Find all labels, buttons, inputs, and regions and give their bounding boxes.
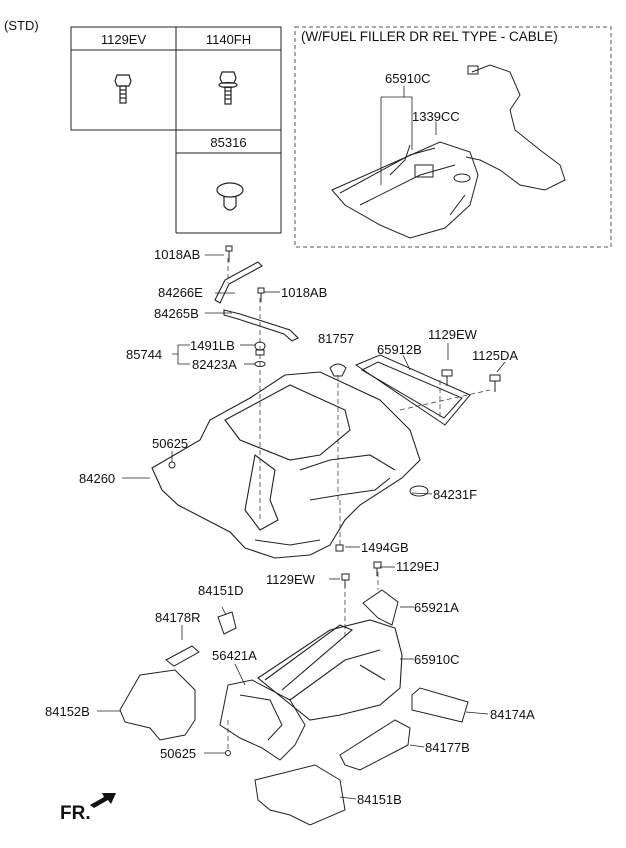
- variant-label: (STD): [4, 18, 39, 33]
- bracket-65921a: [362, 589, 399, 626]
- part-label-84151b: 84151B: [357, 792, 402, 807]
- pad-84151b: [254, 764, 346, 826]
- part-label-84266e: 84266E: [158, 285, 203, 300]
- part-label-85744: 85744: [126, 347, 163, 362]
- pad-84152b: [119, 669, 196, 741]
- part-label-84152b: 84152B: [45, 704, 90, 719]
- part-label-1494gb: 1494GB: [361, 540, 409, 555]
- part-label-84174a: 84174A: [490, 707, 535, 722]
- pad-84178r: [165, 645, 200, 667]
- fastener-table: [70, 26, 282, 234]
- cable-variant-box: [294, 26, 612, 248]
- part-label-84231f: 84231F: [433, 487, 478, 502]
- fastener-icons: [168, 245, 501, 756]
- part-label-84151d: 84151D: [198, 583, 244, 598]
- front-direction-label: FR.: [60, 803, 91, 824]
- part-label-81757: 81757: [318, 331, 355, 346]
- part-label-1125da: 1125DA: [472, 348, 519, 363]
- part-label-84178r: 84178R: [155, 610, 201, 625]
- rail-84266e: [214, 261, 263, 304]
- release-cable: [465, 64, 566, 191]
- floor-panel-65910c: [257, 619, 403, 721]
- part-label-84265b: 84265B: [154, 306, 199, 321]
- floor-panel-65910c-cable: [331, 141, 479, 239]
- part-label-1129ew-b: 1129EW: [266, 572, 315, 587]
- clip-85316-icon: [216, 182, 244, 211]
- dashed-guides: [227, 258, 491, 752]
- part-label-1129ew-a: 1129EW: [428, 327, 477, 342]
- part-label-65912b: 65912B: [377, 342, 422, 357]
- part-label-84177b: 84177B: [425, 740, 470, 755]
- part-label-50625-b: 50625: [160, 746, 197, 761]
- table-header-85316: 85316: [210, 135, 247, 150]
- part-label-1339cc: 1339CC: [412, 109, 460, 124]
- part-label-84260: 84260: [79, 471, 116, 486]
- pad-84177b: [339, 719, 411, 771]
- part-label-1018ab-b: 1018AB: [281, 285, 328, 300]
- pad-84151d: [217, 611, 237, 635]
- part-label-56421a: 56421A: [212, 648, 257, 663]
- part-label-1129ej: 1129EJ: [396, 559, 440, 574]
- bolt-1129ev-icon: [114, 74, 132, 104]
- table-header-1140fh: 1140FH: [205, 32, 252, 47]
- pad-84174a: [411, 687, 469, 723]
- panel-65912b: [354, 354, 471, 426]
- part-label-82423a: 82423A: [192, 357, 237, 372]
- rail-84265b: [223, 309, 299, 342]
- part-label-1018ab-a: 1018AB: [154, 247, 201, 262]
- part-label-65910c-bottom: 65910C: [414, 652, 460, 667]
- table-header-1129ev: 1129EV: [100, 32, 147, 47]
- front-arrow-icon: [90, 793, 116, 808]
- cable-box-title: (W/FUEL FILLER DR REL TYPE - CABLE): [301, 29, 558, 44]
- floor-covering-84260: [151, 371, 421, 559]
- part-label-50625-a: 50625: [152, 436, 189, 451]
- part-label-65921a: 65921A: [414, 600, 459, 615]
- part-label-1491lb: 1491LB: [190, 338, 235, 353]
- part-label-65910c-top: 65910C: [385, 71, 431, 86]
- bolt-1140fh-icon: [218, 71, 238, 105]
- insulator-56421a: [219, 679, 306, 761]
